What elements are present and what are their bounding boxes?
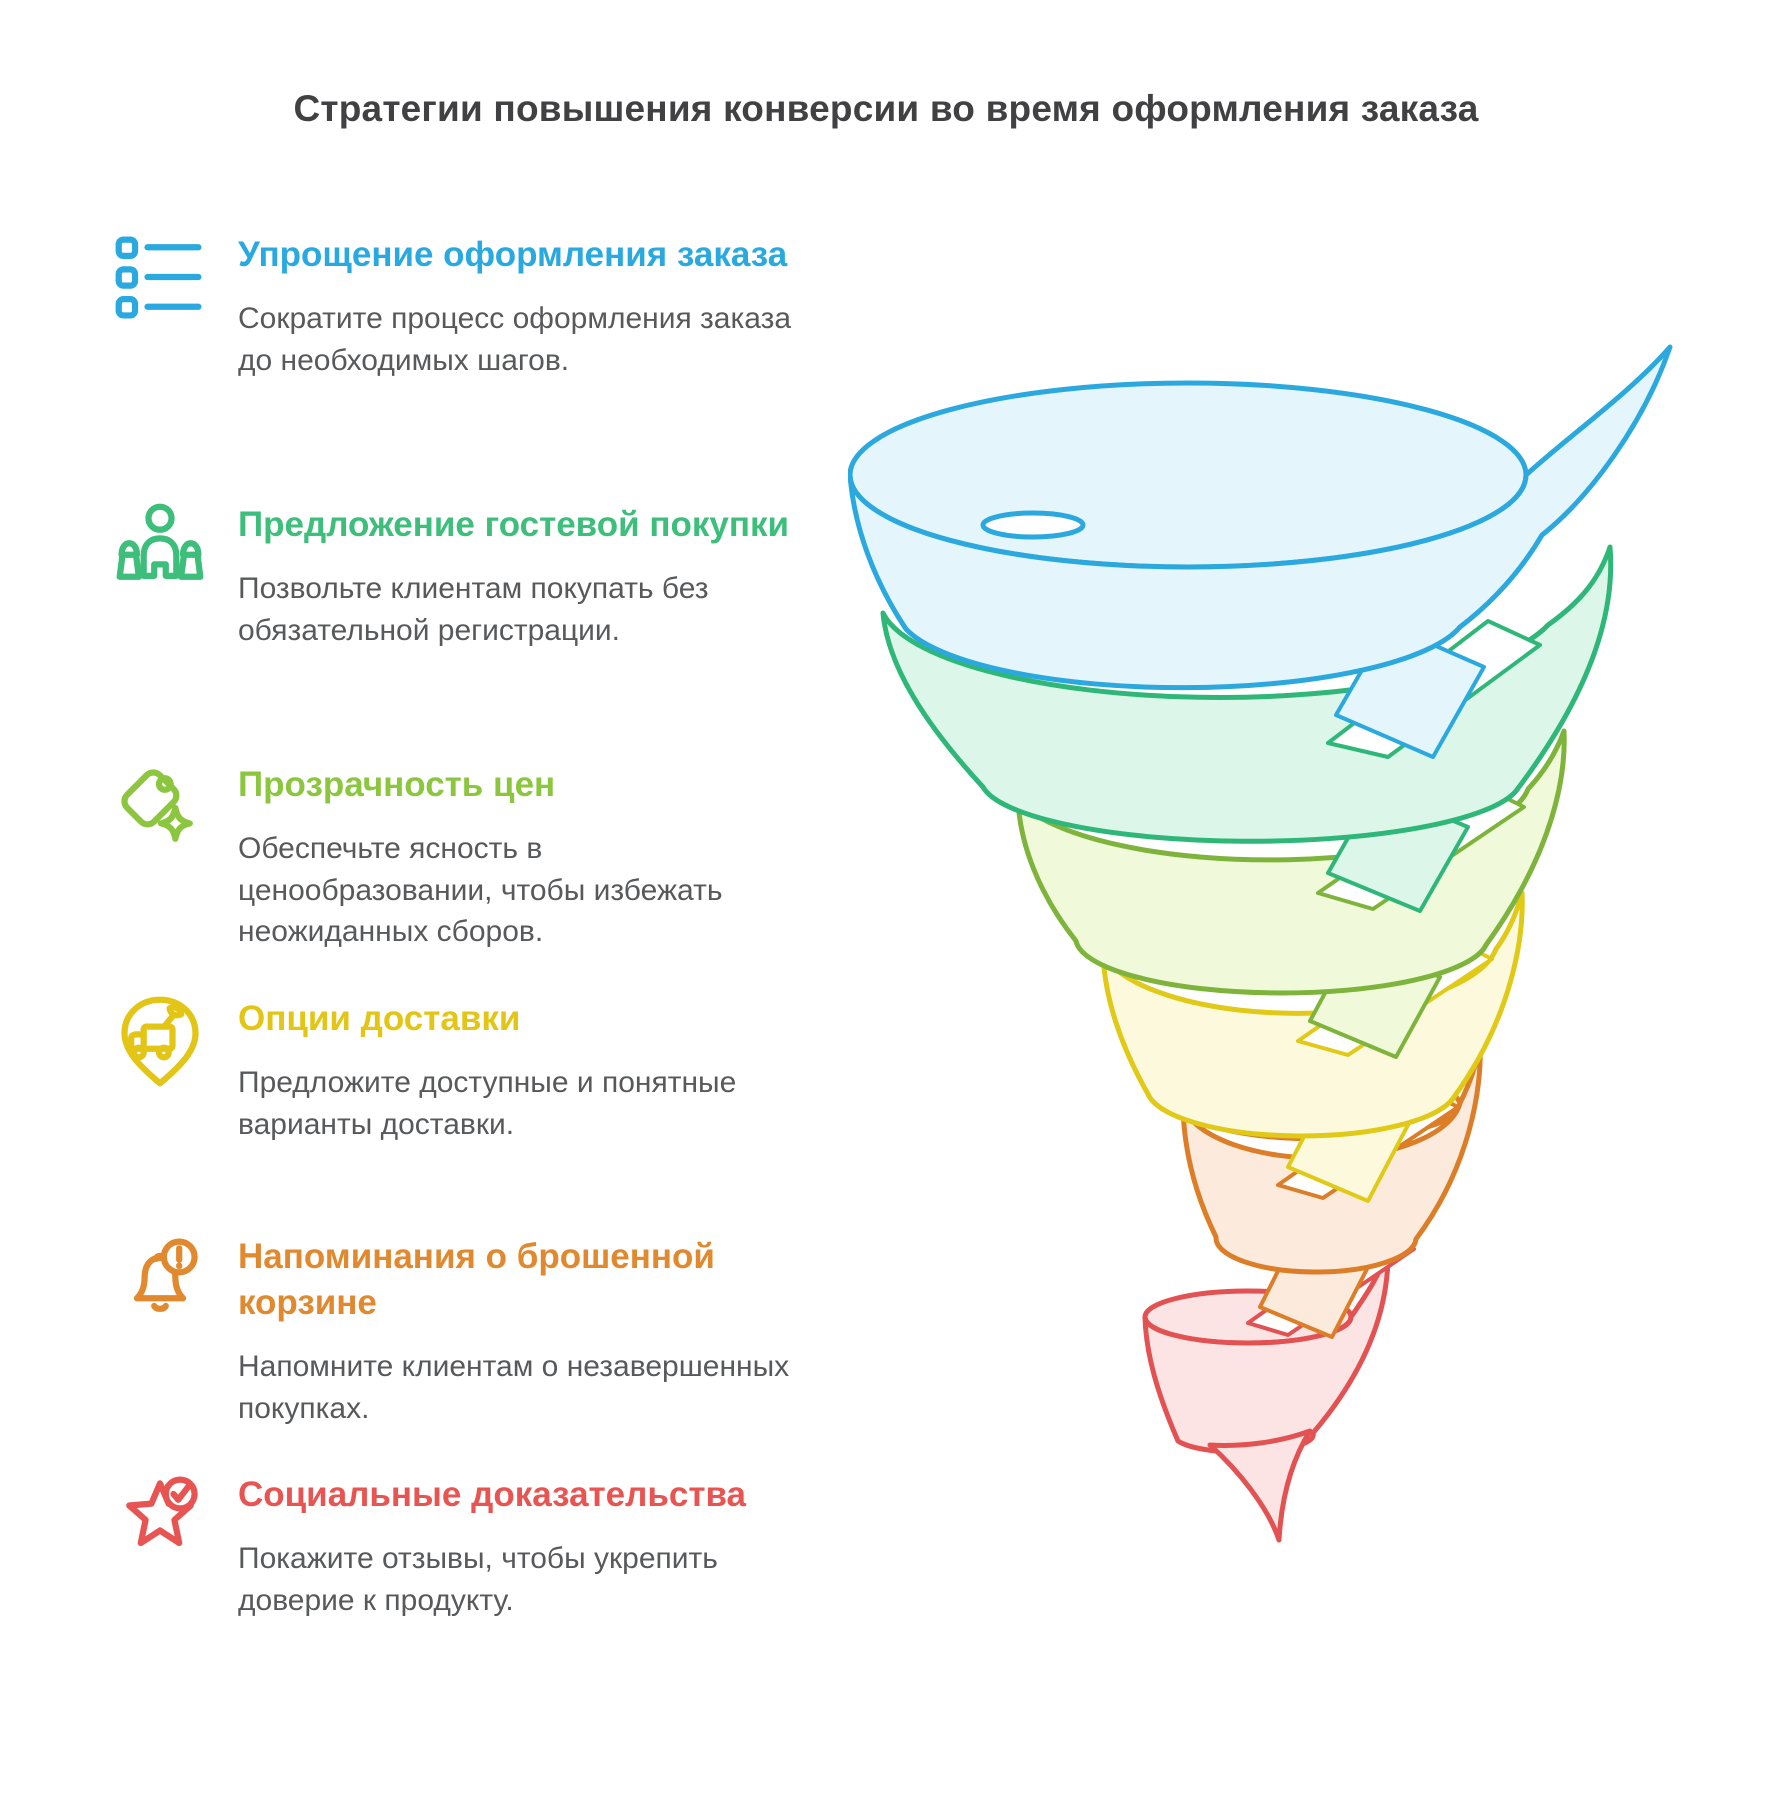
strategy-item-price-transparency: Прозрачность цен Обеспечьте ясность в це… (112, 760, 792, 952)
guest-user-icon (112, 500, 212, 651)
funnel-stage-1-hole (980, 510, 1086, 540)
item-description: Обеспечьте ясность в ценообразовании, чт… (238, 832, 723, 948)
item-heading: Предложение гостевой покупки (238, 505, 790, 544)
price-tag-icon (112, 760, 212, 952)
item-heading: Социальные доказательства (238, 1475, 747, 1514)
strategy-item-guest-checkout: Предложение гостевой покупки Позвольте к… (112, 500, 792, 651)
funnel-stage-1 (847, 344, 1673, 691)
strategy-item-simplify-checkout: Упрощение оформления заказа Сократите пр… (112, 230, 792, 381)
strategy-item-social-proof: Социальные доказательства Покажите отзыв… (112, 1470, 792, 1621)
item-heading: Упрощение оформления заказа (238, 235, 788, 274)
item-heading: Напоминания о брошенной корзине (238, 1237, 715, 1323)
item-description: Напомните клиентам о незавершенных покуп… (238, 1350, 790, 1425)
checklist-icon (112, 230, 212, 381)
strategy-item-abandoned-cart-reminders: Напоминания о брошенной корзине Напомнит… (112, 1232, 792, 1429)
funnel-stage-6-tip (1207, 1428, 1313, 1543)
item-description: Покажите отзывы, чтобы укрепить доверие … (238, 1542, 718, 1617)
item-description: Предложите доступные и понятные варианты… (238, 1066, 737, 1141)
funnel-stage-3 (1015, 728, 1567, 996)
item-heading: Опции доставки (238, 999, 521, 1038)
item-description: Сократите процесс оформления заказа до н… (238, 302, 792, 377)
page-title: Стратегии повышения конверсии во время о… (293, 88, 1479, 129)
item-heading: Прозрачность цен (238, 765, 556, 804)
funnel-stage-2 (880, 544, 1614, 844)
funnel-stage-6 (1142, 1246, 1391, 1455)
item-description: Позвольте клиентам покупать без обязател… (238, 572, 709, 647)
delivery-pin-icon (112, 994, 212, 1145)
strategy-item-delivery-options: Опции доставки Предложите доступные и по… (112, 994, 792, 1145)
social-proof-star-icon (112, 1470, 212, 1621)
conversion-funnel (847, 295, 1748, 1575)
cart-reminder-bell-icon (112, 1232, 212, 1429)
